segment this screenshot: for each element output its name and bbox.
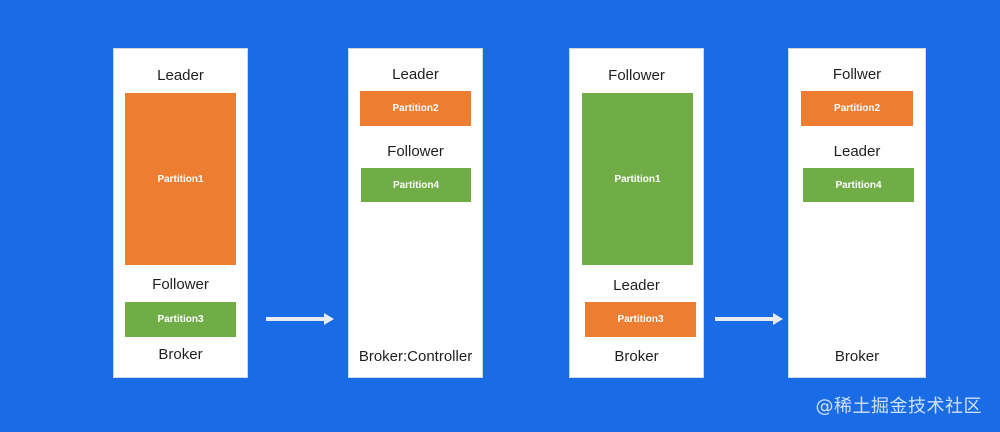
arrow-right-icon (715, 313, 783, 325)
leader-label: Leader (833, 143, 881, 160)
broker-footer: Broker (614, 348, 659, 365)
follower-label: Follower (608, 67, 665, 84)
partition-block: Partition4 (361, 168, 471, 202)
follower-label: Follower (387, 143, 444, 160)
broker-panel-3: Follower Partition1 Leader Partition3 Br… (569, 48, 704, 378)
broker-panel-1: Leader Partition1 Follower Partition3 Br… (113, 48, 248, 378)
partition-block: Partition1 (125, 93, 236, 265)
arrow-right-icon (266, 313, 334, 325)
leader-label: Leader (613, 277, 660, 294)
broker-panel-2: Leader Partition2 Follower Partition4 Br… (348, 48, 483, 378)
partition-block: Partition4 (803, 168, 914, 202)
broker-panel-4: Follwer Partition2 Leader Partition4 Bro… (788, 48, 926, 378)
partition-block: Partition2 (801, 91, 913, 126)
broker-footer: Broker:Controller (358, 348, 473, 365)
leader-label: Leader (392, 66, 439, 83)
partition-block: Partition3 (585, 302, 696, 337)
follower-label: Follwer (832, 66, 882, 83)
partition-block: Partition3 (125, 302, 236, 337)
watermark: @稀土掘金技术社区 (815, 396, 982, 417)
broker-footer: Broker (158, 346, 203, 363)
follower-label: Follower (152, 276, 209, 293)
leader-label: Leader (157, 67, 204, 84)
broker-footer: Broker (834, 348, 880, 365)
partition-block: Partition2 (360, 91, 471, 126)
partition-block: Partition1 (582, 93, 693, 265)
